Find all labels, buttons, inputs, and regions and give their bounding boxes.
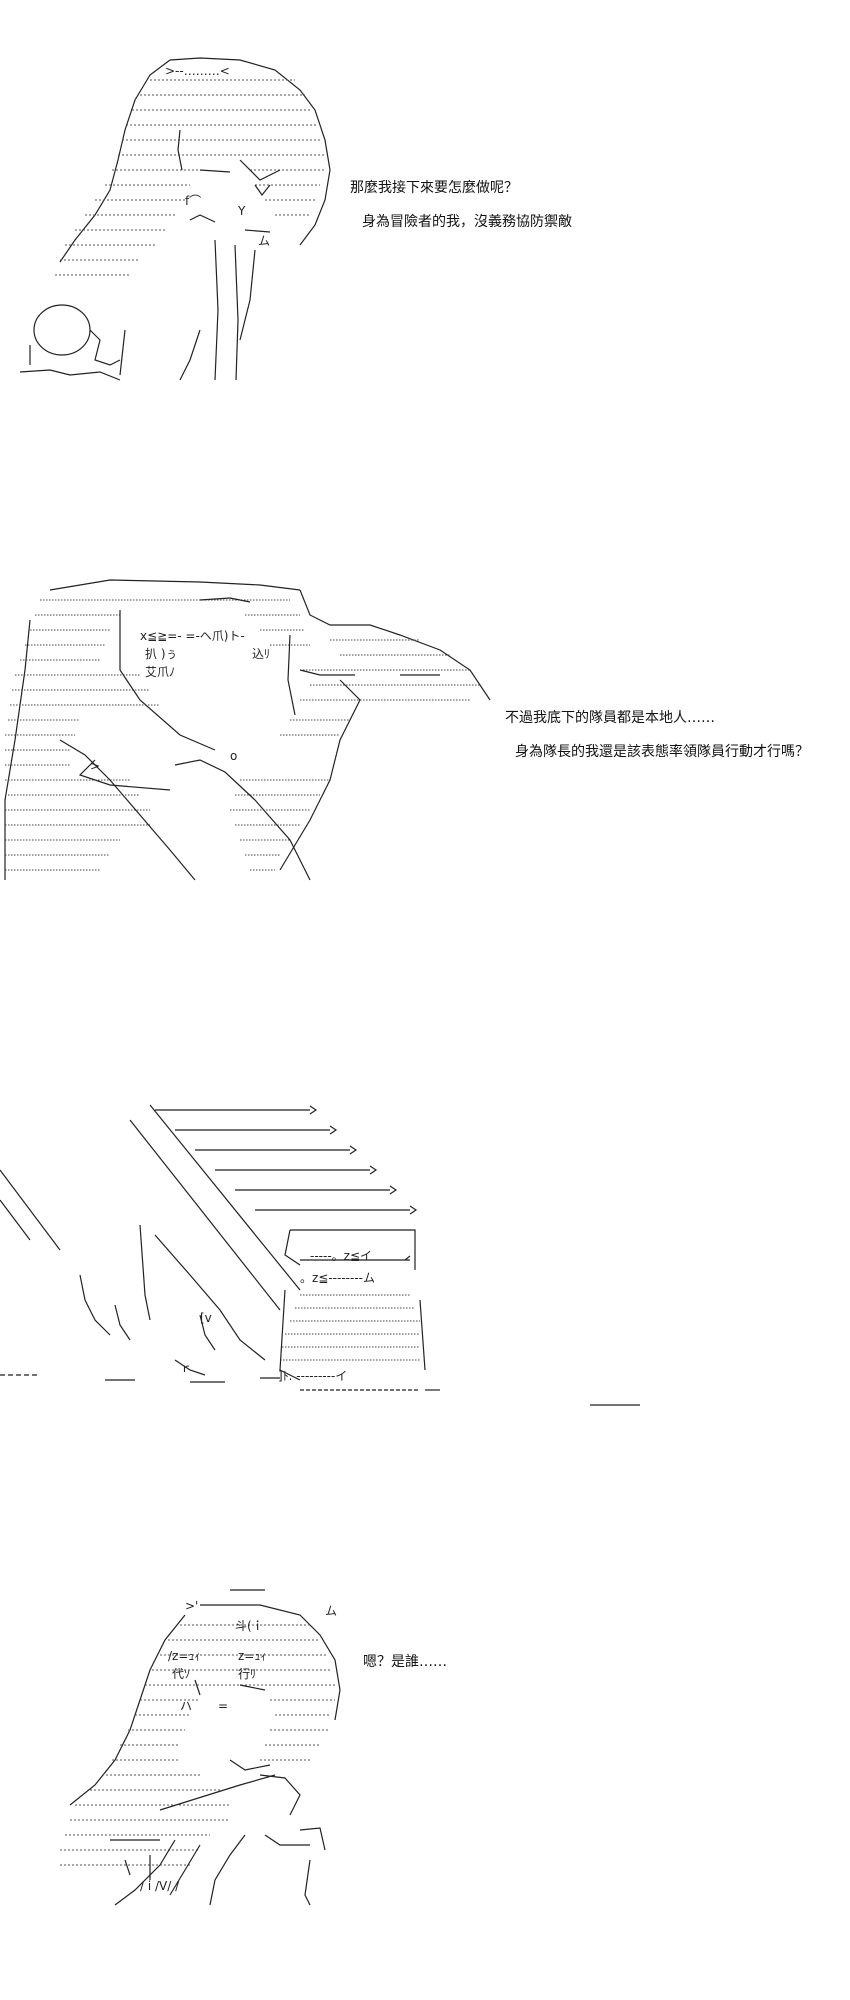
svg-text:=: = (218, 1699, 228, 1713)
svg-text:>--………<: >--………< (165, 64, 230, 78)
svg-text:行ﾘ: 行ﾘ (238, 1667, 256, 1681)
svg-text:ム: ム (325, 1604, 337, 1618)
svg-text:Y: Y (237, 204, 246, 218)
svg-text:f⌒: f⌒ (185, 194, 201, 208)
svg-text:/z=ｭｨ: /z=ｭｨ (168, 1649, 200, 1663)
svg-text:扒 )ぅ: 扒 )ぅ (145, 647, 178, 661)
panel-4: >' 斗(ｉ /z=ｭｨ z (0, 1560, 850, 2000)
svg-text:>: > (90, 759, 100, 773)
dialogue-line: 身為隊長的我還是該表態率領隊員行動才行嗎？ (515, 744, 809, 760)
svg-text:x≦≧=- =-ヘ爪)ト-: x≦≧=- =-ヘ爪)ト- (140, 629, 245, 643)
svg-text:-----。z≦イ: -----。z≦イ (310, 1249, 372, 1263)
ascii-art-scene-motion: -----。z≦イ 。z≦--------ム ]ﾄ. ---------イ [v… (0, 1104, 640, 1406)
panel-3: -----。z≦イ 。z≦--------ム ]ﾄ. ---------イ [v… (0, 1060, 850, 1460)
ascii-art-character-surprised: >' 斗(ｉ /z=ｭｨ z (60, 1589, 341, 1906)
dialogue-line: 那麼我接下來要怎麼做呢？ (350, 180, 518, 196)
svg-text:o: o (230, 749, 237, 763)
svg-text:z=ｭｨ: z=ｭｨ (238, 1649, 266, 1663)
svg-text:[v: [v (200, 1311, 212, 1325)
dialogue-line: 身為冒險者的我，沒義務協防禦敵 (362, 214, 572, 230)
svg-text:ｒ: ｒ (180, 1361, 192, 1375)
svg-text:ハ: ハ (180, 1699, 192, 1713)
ascii-art-character-closeup: x≦≧=- =-ヘ爪)ト- 扒 )ぅ 込ﾘ 艾爪ﾉ > o (4, 579, 491, 881)
dialogue-line: 嗯？是誰…… (363, 1654, 447, 1670)
svg-text:。z≦--------ム: 。z≦--------ム (300, 1271, 375, 1285)
svg-text:ム: ム (258, 234, 270, 248)
dialogue-line: 不過我底下的隊員都是本地人…… (505, 710, 715, 726)
svg-text:代ｿ: 代ｿ (172, 1667, 190, 1681)
svg-text:]ﾄ. ---------イ: ]ﾄ. ---------イ (278, 1369, 347, 1383)
svg-text:艾爪ﾉ: 艾爪ﾉ (145, 665, 175, 679)
svg-text:>': >' (185, 1599, 198, 1613)
svg-text:斗(ｉ: 斗(ｉ (235, 1619, 264, 1633)
ascii-art-character-thinking: f⌒ Y ム >--………< (19, 57, 331, 381)
svg-text:/ i /V/ /: / i /V/ / (140, 1879, 180, 1893)
panel-2: x≦≧=- =-ヘ爪)ト- 扒 )ぅ 込ﾘ 艾爪ﾉ > o 不過我底下的隊員都是… (0, 540, 850, 910)
svg-text:込ﾘ: 込ﾘ (252, 647, 270, 661)
panel-1: f⌒ Y ム >--………< 那麼我接下來要怎麼做呢？ 身為冒險者的我，沒義務協… (0, 0, 850, 420)
